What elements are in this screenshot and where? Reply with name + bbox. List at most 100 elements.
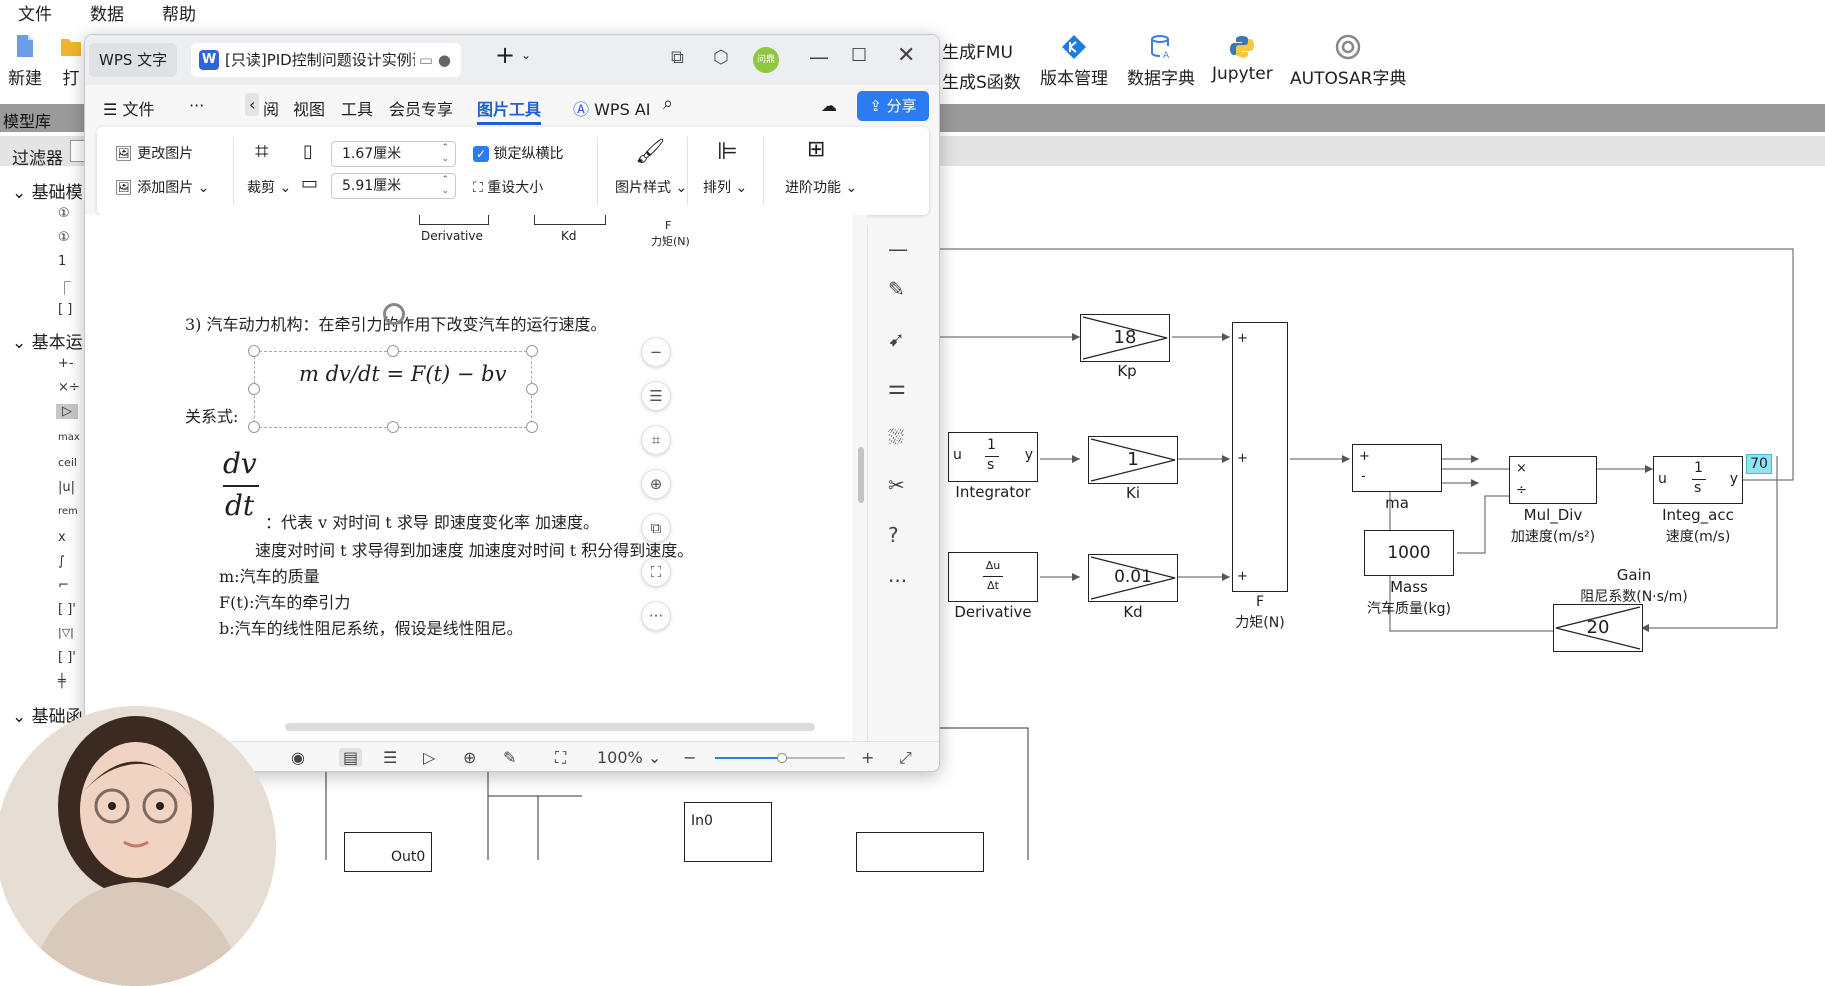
reset-size-button[interactable]: ⛶ 重设大小 [473,180,544,196]
more-tools-icon[interactable]: ··· [888,569,908,593]
gain-block-kp[interactable]: 18 [1080,314,1170,362]
maximize-icon[interactable]: ☐ [851,45,868,66]
gain-block-kd[interactable]: 0.01 [1088,554,1178,602]
chevron-left-icon[interactable]: ‹ [245,93,260,116]
eye-icon[interactable]: ◉ [291,748,305,767]
zoom-in-icon[interactable]: + [861,748,875,767]
lib-item-selected[interactable]: ▷ [56,404,78,419]
picture-style-button[interactable]: 图片样式 ⌄ [615,180,688,196]
open-button[interactable]: 打 [60,34,82,89]
advanced-icon[interactable]: ⊞ [807,137,826,162]
lib-item[interactable]: [ ]' [58,650,76,665]
autosar-dictionary-button[interactable]: AUTOSAR字典 [1290,34,1406,89]
lib-item[interactable]: 1 [58,254,67,269]
formula-image-selected[interactable]: m dv/dt = F(t) − bv [254,351,532,428]
fullscreen-icon[interactable]: ⤢ [899,748,912,767]
gain-block-ki[interactable]: 1 [1088,436,1178,484]
resize-handle[interactable] [387,421,399,433]
globe-icon[interactable]: ⊕ [463,748,477,767]
document-area[interactable]: Derivative Kd F 力矩(N) 3) 汽车动力机构：在牵引力的作用下… [85,215,867,741]
share-button[interactable]: ⇪ 分享 [857,91,929,121]
tab-document[interactable]: W [只读]PID控制问题设计实例讲 ▭ ● [191,43,461,77]
gain-block-damping[interactable]: 20 [1553,604,1643,652]
new-tab-button[interactable]: + [495,41,516,69]
crop-button[interactable]: 裁剪 ⌄ [247,180,292,196]
zoom-slider-handle[interactable] [777,753,787,763]
fit-icon[interactable]: ⛶ [555,748,567,767]
lib-item[interactable]: ╪ [58,674,66,689]
zoom-in-icon[interactable]: ⊕ [641,469,671,499]
lib-item[interactable]: ① [58,206,70,221]
outline-icon[interactable]: ☰ [383,748,398,767]
resize-handle[interactable] [526,345,538,357]
mul-div-block[interactable]: × ÷ [1509,456,1597,504]
page-view-icon[interactable]: ▤ [339,748,363,767]
search-icon[interactable]: ⌕ [663,93,674,114]
data-dictionary-button[interactable]: A 数据字典 [1127,34,1195,89]
category-basic-model[interactable]: ⌄ 基础模 [12,183,83,203]
minimize-icon[interactable]: — [809,45,829,69]
wps-menu-file[interactable]: ☰ 文件 [103,100,155,119]
wps-menu-tools[interactable]: 工具 [341,100,374,119]
lib-item[interactable]: x [58,530,66,545]
resize-handle[interactable] [248,383,260,395]
lib-item[interactable]: +- [58,356,74,371]
integrator-block[interactable]: u 1 s y [948,432,1038,482]
derivative-block[interactable]: Δu Δt [948,552,1038,602]
wps-menu-review[interactable]: 阅 [263,100,280,119]
cube-icon[interactable]: ⬡ [713,47,729,68]
arrange-button[interactable]: 排列 ⌄ [703,180,748,196]
change-picture-button[interactable]: 🖼 更改图片 [115,146,194,162]
lib-item[interactable]: ⎾ [58,282,72,297]
lib-item[interactable]: max [58,432,80,443]
adjust-icon[interactable]: ⚌ [888,375,906,399]
outport-block-out0[interactable]: Out0 [344,832,432,872]
rotate-handle-icon[interactable] [383,303,405,325]
tab-picture-tools[interactable]: 图片工具 [477,96,542,125]
advanced-button[interactable]: 进阶功能 ⌄ [785,180,858,196]
display-value[interactable]: 70 [1746,454,1772,474]
zoom-slider[interactable] [715,753,845,763]
cloud-icon[interactable]: ☁ [821,96,837,115]
jupyter-button[interactable]: Jupyter [1212,34,1273,84]
integ-acc-block[interactable]: u 1 s y [1653,456,1743,504]
category-basic-operation[interactable]: ⌄ 基本运 [12,333,83,353]
add-picture-button[interactable]: 🖼 添加图片 ⌄ [115,180,210,196]
resize-handle[interactable] [526,421,538,433]
lib-item[interactable]: [ ] [58,302,73,317]
tab-list-chevron-icon[interactable]: ⌄ [521,48,532,62]
tools-icon[interactable]: ✂ [888,473,905,497]
generate-fmu-button[interactable]: 生成FMU [942,43,1013,63]
menu-file[interactable]: 文件 [18,5,52,25]
sum-block-f[interactable]: + + + [1232,322,1288,592]
arrange-icon[interactable]: ⊫ [717,137,738,165]
resize-handle[interactable] [248,421,260,433]
resize-handle[interactable] [526,383,538,395]
scrollbar-thumb[interactable] [858,447,864,503]
copy-icon[interactable]: ⧉ [641,513,671,543]
wps-menu-member[interactable]: 会员专享 [389,100,454,119]
lib-item[interactable]: ① [58,230,70,245]
resize-handle[interactable] [248,345,260,357]
help-icon[interactable]: ? [888,523,899,547]
play-icon[interactable]: ▷ [423,748,436,767]
more-icon[interactable]: ··· [641,601,671,631]
menu-data[interactable]: 数据 [90,5,124,25]
sum-block-ma[interactable]: + - [1352,444,1442,492]
vertical-scrollbar[interactable] [855,215,867,741]
inport-block-in0[interactable]: In0 [684,802,772,862]
select-arrow-icon[interactable]: ➹ [888,327,905,351]
horizontal-scrollbar[interactable] [285,723,815,731]
tab-wps-home[interactable]: WPS 文字 [89,43,178,77]
lib-item[interactable]: [ ]' [58,602,76,617]
brush-icon[interactable]: ✎ [503,748,517,767]
version-manage-button[interactable]: 版本管理 [1040,34,1108,89]
menu-help[interactable]: 帮助 [162,5,196,25]
crop-icon[interactable]: ⌗ [255,137,269,165]
constant-block-mass[interactable]: 1000 [1364,530,1454,576]
width-input[interactable]: 1.67厘米⌃⌄ [331,141,456,167]
diagram-block[interactable] [856,832,984,872]
generate-sfunc-button[interactable]: 生成S函数 [942,73,1021,93]
lib-item[interactable]: ∫ [58,554,65,569]
ocr-icon[interactable]: ⛶ [641,557,671,587]
